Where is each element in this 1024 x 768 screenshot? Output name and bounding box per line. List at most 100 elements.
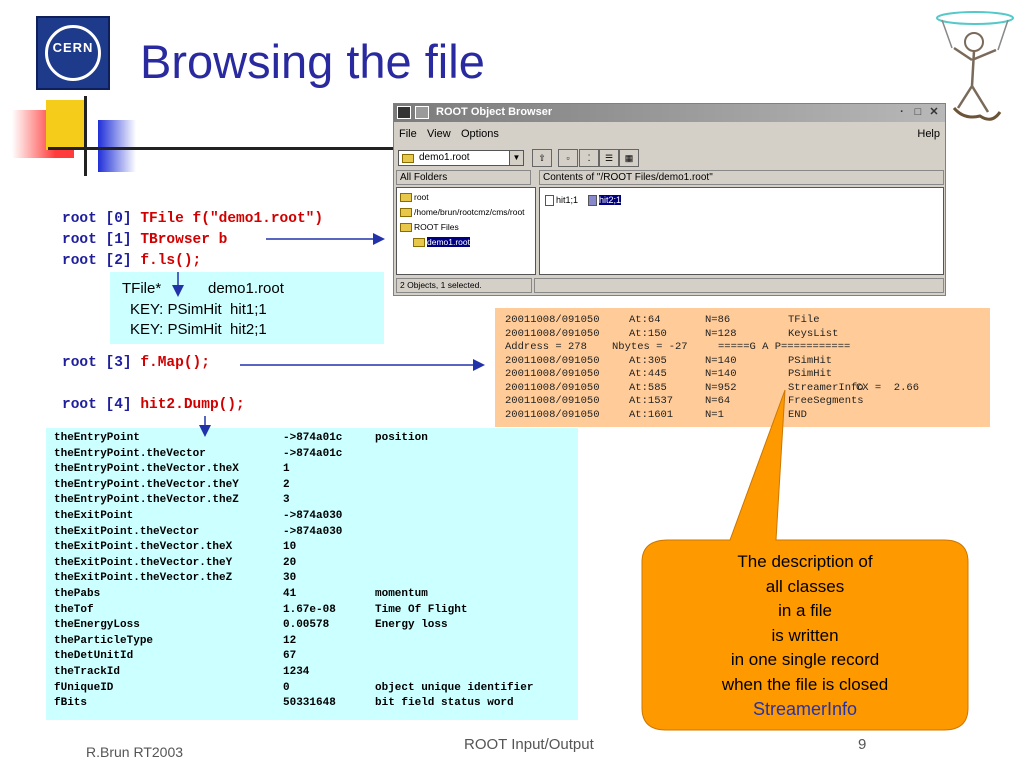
dump-cell: theTrackId [54, 666, 121, 678]
list-view-button[interactable]: ☰ [599, 149, 619, 167]
map-cell: N=140 [705, 354, 737, 367]
map-cell: PSimHit [788, 354, 833, 367]
window-titlebar[interactable]: ROOT Object Browser · □ ✕ [394, 104, 945, 122]
dump-cell: 1 [283, 463, 290, 476]
dump-cell: theEntryPoint.theVector.theZ [54, 494, 239, 507]
up-folder-button[interactable]: ⇧ [532, 149, 552, 167]
content-item-hit1[interactable]: hit1;1 [545, 195, 578, 207]
dump-cell: object unique identifier [375, 681, 534, 694]
dump-cell: theEntryPoint.theVector [54, 447, 206, 460]
minimize-icon[interactable]: · [900, 106, 904, 118]
location-value: demo1.root [419, 152, 470, 163]
small-icons-button[interactable]: ⁚ [579, 149, 599, 167]
large-icons-button[interactable]: ▫ [558, 149, 578, 167]
dump-cell: 67 [283, 650, 297, 663]
decoration-blue-block [98, 120, 136, 172]
open-folder-icon [413, 238, 425, 248]
map-cell: 20011008/091050 [505, 368, 600, 380]
dump-cell: theEntryPoint.theVector.theX [54, 463, 239, 476]
cern-logo: CERN [36, 16, 110, 90]
decoration-horizontal-line [48, 147, 408, 150]
decoration-yellow-block [46, 100, 86, 150]
dump-cell: Time Of Flight [375, 603, 468, 616]
map-cell: At:305 [629, 354, 667, 367]
dump-cell: theExitPoint.theVector.theX [54, 541, 233, 554]
map-cell: At:64 [629, 314, 661, 326]
dump-cell: fBits [54, 697, 88, 710]
logo-text: CERN [52, 40, 94, 55]
dump-cell: ->874a030 [283, 510, 343, 522]
command-line-3: root [3] f.Map(); [62, 355, 210, 371]
dump-cell: 0 [283, 681, 290, 694]
contents-header: Contents of "/ROOT Files/demo1.root" [539, 170, 944, 185]
maximize-icon[interactable]: □ [914, 106, 922, 118]
menu-bar: File View Options Help [394, 126, 945, 144]
content-item-hit2[interactable]: hit2;1 [588, 195, 622, 207]
menu-file[interactable]: File [399, 128, 417, 140]
map-cell: N=140 [705, 368, 737, 380]
dump-cell: 2 [283, 478, 290, 491]
ls-line-key1: KEY: PSimHit hit1;1 [130, 301, 267, 318]
dump-cell: momentum [375, 588, 428, 600]
decoration-vertical-line [84, 96, 87, 176]
command-line-2: root [2] f.ls(); [62, 253, 202, 269]
file-icon [588, 195, 597, 207]
status-bar-secondary [534, 278, 944, 293]
menu-options[interactable]: Options [461, 128, 499, 140]
dump-cell: theParticleType [54, 634, 154, 647]
map-cell: TFile [788, 314, 820, 326]
map-cell: 20011008/091050 [505, 381, 600, 394]
map-cell: Address = 278 [505, 341, 587, 353]
dump-cell: 41 [283, 588, 297, 600]
map-cell: At:1601 [629, 408, 674, 421]
dump-cell: thePabs [54, 588, 101, 600]
pin-icon[interactable] [415, 106, 429, 119]
logo-ring [45, 25, 101, 81]
menu-help[interactable]: Help [917, 128, 940, 140]
menu-view[interactable]: View [427, 128, 451, 140]
location-combobox[interactable]: demo1.root ▼ [398, 150, 524, 166]
map-cell: =====G A P=========== [718, 341, 851, 353]
map-cell: N=1 [705, 408, 724, 421]
map-cell: CX = 2.66 [856, 381, 920, 394]
all-folders-header: All Folders [396, 170, 531, 185]
dump-cell: theExitPoint [54, 510, 134, 522]
dump-cell: Energy loss [375, 619, 448, 632]
map-cell: N=952 [705, 381, 737, 394]
slide-title: Browsing the file [140, 35, 485, 88]
ls-output-box: TFile* demo1.root KEY: PSimHit hit1;1 KE… [110, 272, 384, 344]
dump-cell: theExitPoint.theVector.theZ [54, 572, 233, 585]
folder-icon [400, 193, 412, 203]
dump-cell: 1.67e-08 [283, 603, 336, 616]
callout-line: is written [771, 625, 839, 645]
dump-cell: ->874a01c [283, 447, 343, 460]
map-cell: 20011008/091050 [505, 354, 600, 367]
tree-item-root-files[interactable]: ROOT Files [400, 222, 459, 233]
dump-cell: 0.00578 [283, 619, 330, 632]
command-line-1: root [1] TBrowser b [62, 232, 228, 248]
dump-cell: theDetUnitId [54, 650, 134, 663]
callout-line: in one single record [730, 650, 880, 669]
map-cell: 20011008/091050 [505, 395, 600, 407]
toolbar: demo1.root ▼ ⇧ ▫ ⁚ ☰ ▦ [394, 147, 945, 169]
map-cell: N=128 [705, 327, 737, 340]
tree-item-demo1-root[interactable]: demo1.root [413, 237, 470, 248]
dump-cell: 30 [283, 572, 297, 585]
tree-item-root[interactable]: root [400, 192, 429, 203]
map-cell: KeysList [788, 327, 839, 340]
callout-line: in a file [778, 601, 832, 620]
map-cell: 20011008/091050 [505, 327, 600, 340]
callout-accent: StreamerInfo [752, 699, 858, 719]
dump-cell: bit field status word [375, 697, 514, 710]
chevron-down-icon[interactable]: ▼ [509, 151, 523, 165]
close-icon[interactable]: ✕ [929, 106, 939, 118]
dump-cell: fUniqueID [54, 681, 114, 694]
tree-item-home-path[interactable]: /home/brun/rootcmz/cms/root [400, 207, 525, 218]
footer-title: ROOT Input/Output [464, 736, 594, 753]
map-cell: At:445 [629, 368, 667, 380]
map-cell: At:585 [629, 381, 667, 394]
details-view-button[interactable]: ▦ [619, 149, 639, 167]
page-number: 9 [858, 736, 867, 753]
footer-author: R.Brun RT2003 [86, 744, 184, 760]
